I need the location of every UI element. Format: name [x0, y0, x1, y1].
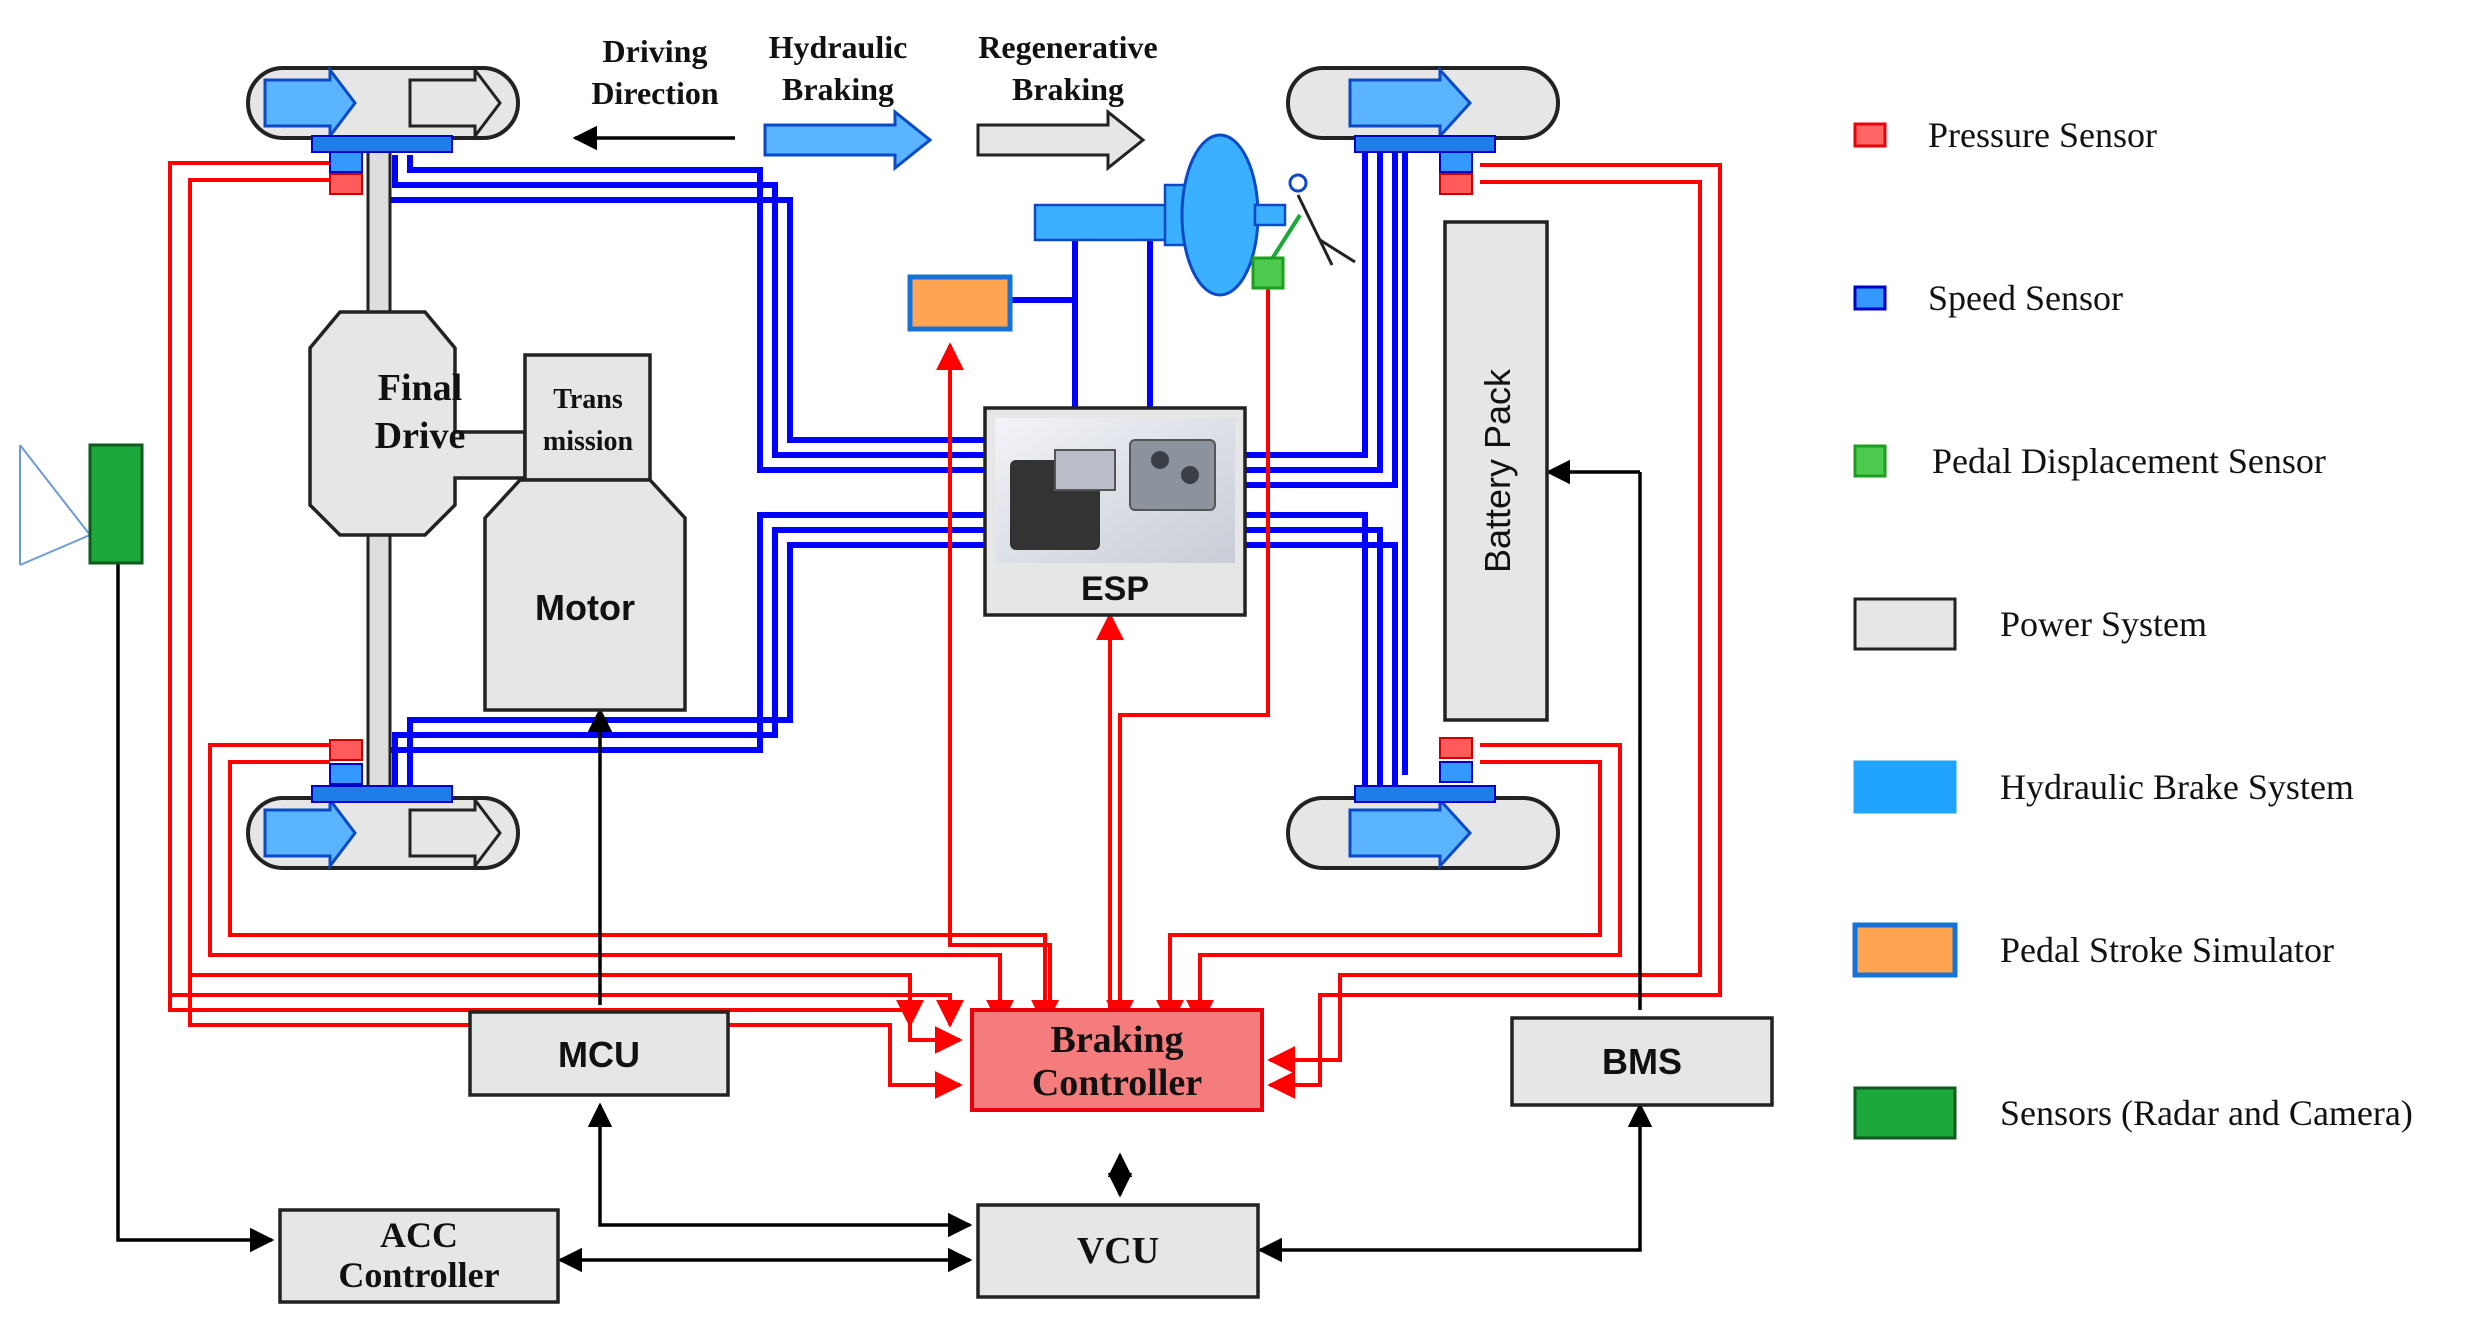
acc-controller-label-2: Controller [338, 1255, 499, 1295]
driving-direction-label-2: Direction [591, 75, 719, 111]
esp-unit: ESP [983, 406, 1247, 617]
wheel-front-left [246, 65, 520, 195]
bms-label: BMS [1602, 1041, 1682, 1082]
mcu-box: MCU [468, 1010, 730, 1097]
legend-swatch [1853, 760, 1957, 814]
acc-controller-box: ACC Controller [278, 1208, 560, 1304]
legend-swatch [1853, 444, 1887, 478]
bms-box: BMS [1510, 1016, 1774, 1107]
battery-pack-label: Battery Pack [1477, 368, 1518, 573]
speed-lines [377, 140, 1408, 790]
legend-swatch [1853, 285, 1887, 311]
acc-controller-label-1: ACC [380, 1215, 458, 1255]
regenerative-braking-arrow [976, 108, 1146, 172]
battery-pack: Battery Pack [1443, 220, 1549, 722]
final-drive-label-1: Final [378, 367, 462, 409]
braking-controller-box: Braking Controller [970, 1008, 1264, 1112]
legend-label: Hydraulic Brake System [2000, 767, 2354, 807]
transmission: Trans mission [523, 353, 652, 482]
wheel-rear-right [1286, 737, 1560, 870]
transmission-label-1: Trans [553, 384, 623, 415]
legend-swatch [1853, 597, 1957, 651]
vcu-label: VCU [1077, 1230, 1159, 1272]
hydraulic-braking-label-2: Braking [782, 71, 894, 107]
braking-controller-label-1: Braking [1050, 1019, 1183, 1061]
motor: Motor [483, 478, 687, 712]
legend-label: Pedal Displacement Sensor [1932, 441, 2326, 481]
transmission-label-2: mission [543, 426, 634, 457]
vcu-box: VCU [976, 1203, 1260, 1299]
brake-booster [1033, 133, 1356, 297]
legend-label: Power System [2000, 604, 2207, 644]
legend-label: Speed Sensor [1928, 278, 2123, 318]
hydraulic-braking-label-1: Hydraulic [769, 29, 908, 65]
radar-camera-sensor [19, 443, 144, 566]
hydraulic-braking-arrow [763, 108, 933, 172]
wheel-front-right [1286, 66, 1560, 195]
regenerative-braking-label-2: Braking [1012, 71, 1124, 107]
final-drive-label-2: Drive [375, 415, 466, 457]
regenerative-braking-label-1: Regenerative [978, 29, 1157, 65]
pedal-stroke-simulator [907, 274, 1013, 332]
control-arrows [116, 125, 1653, 1273]
final-drive: Final Drive [308, 310, 527, 537]
braking-controller-label-2: Controller [1032, 1062, 1202, 1104]
legend-swatch [1853, 122, 1887, 148]
legend-swatch [1852, 922, 1958, 978]
legend-label: Sensors (Radar and Camera) [2000, 1093, 2413, 1133]
esp-label: ESP [1081, 570, 1149, 608]
legend-label: Pressure Sensor [1928, 115, 2157, 155]
signal-lines [168, 161, 1722, 1099]
legend-label: Pedal Stroke Simulator [2000, 930, 2334, 970]
direction-legend: Driving Direction Hydraulic Braking Rege… [591, 29, 1158, 172]
wheel-rear-left [246, 739, 520, 871]
mcu-label: MCU [558, 1034, 640, 1075]
legend-swatch [1853, 1086, 1957, 1140]
pedal-displacement-sensor [1251, 256, 1285, 290]
motor-label: Motor [535, 587, 635, 628]
driving-direction-label-1: Driving [603, 33, 708, 69]
